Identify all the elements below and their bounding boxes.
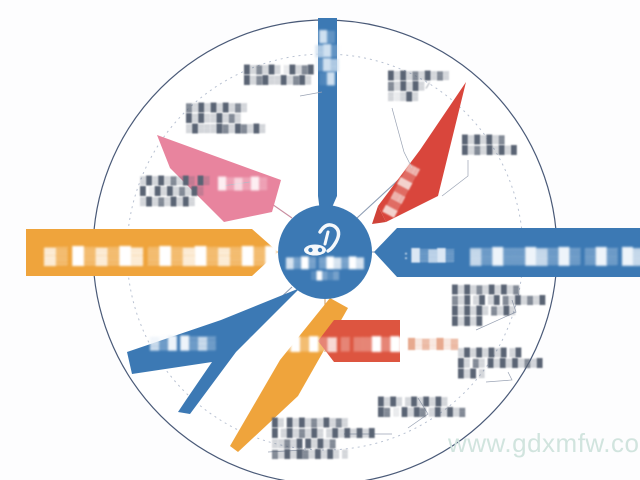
annotation-top-left-lower-line-1: ▓▒█▒█▒█▒▓▒ (186, 102, 247, 113)
spoke-right-label: ▓▒█▒▒█▓▒█▒ ▒█▒ █▓▒█▒ ▓█▒█▒ (470, 246, 640, 266)
watermark-text: www.gdxmfw.com (447, 428, 640, 458)
spoke-right-blue-banner[interactable] (374, 228, 640, 277)
annotation-left-pink-spoke-line-1: ▒█▒█▒▓▒█▒ █▒ (140, 175, 210, 186)
annotation-top-right-upper-line-3: ▒░▒█▒ (388, 91, 419, 102)
spoke-top-label-line-3: ▒█▓ (315, 57, 340, 72)
spoke-top-label-line-4: ░█ (319, 71, 335, 86)
spoke-upper-right-red[interactable] (372, 82, 466, 224)
annotation-right-upper-line-4: █▒█▒█ (452, 316, 483, 327)
annotation-top-right-upper-line-1: █▒█▒▓▒█▒▓▒ (388, 70, 449, 81)
annotation-top-right-lower-line-2: █▒▓▒█▒█▒█ (462, 145, 517, 156)
spoke-upper-left-label: █▒▓▒█▒ (218, 176, 268, 191)
spoke-upper-left-shape (157, 135, 281, 222)
abstract-figure-icon (304, 223, 341, 256)
spoke-left-orange-banner[interactable] (26, 229, 278, 276)
leader-line-bottom-right (407, 397, 429, 429)
annotation-bottom-right: █▒█▒ ▒█▒█▒█▒█▓ ░ █▒█▓ ▒█▒█▒▓ (378, 396, 466, 418)
annotation-top-left-lower-line-3: ▒█▒▒▒█▓▒█▓▒█▒ (186, 123, 266, 134)
annotation-bottom-center-line-3: ▒▒▓▒█ █▒█▒▓ (272, 438, 336, 449)
spoke-bottom-orange[interactable] (230, 298, 348, 452)
spoke-right-sublabel: : █▒▓█▒ (404, 248, 455, 263)
spoke-bottom-red-banner[interactable] (318, 320, 400, 362)
annotation-top-left-upper-line-2: █▒▓█▒▒█▒▓█▒ (244, 75, 311, 86)
hub-label-line1: ▓▒█▒ ▒█▓▒█▓ (286, 256, 364, 270)
spoke-top-shape (318, 18, 337, 222)
annotation-top-right-upper-line-2: ▓▒█▒█▒ ⁄ (388, 81, 430, 92)
annotation-bottom-center-line-4: ▓▒█▒█▓▒█▒█▒ ▒ (272, 449, 348, 460)
annotation-bottom-center-line-2: █ ▒█▒▓▒█▒ ▒█▒█▒█▒█ (272, 428, 375, 439)
annotation-bottom-center-line-1: █▒ █▒█▒▓▒█▒▓▒ (272, 417, 348, 428)
leader-line-center-top (299, 91, 323, 97)
annotation-right-lower-line-1: ▒█▒█▒█▒█ ▒█ (458, 347, 522, 358)
spoke-bottom-shape (230, 298, 348, 452)
annotation-right-lower-line-2: █▒ ▓▒ █▒█▒█▒▓▒█ (458, 358, 543, 369)
spoke-top-label: █▒ (319, 29, 335, 44)
spoke-lower-left-label: ▓▒█ █▒▓▒ (150, 335, 216, 351)
spoke-upper-right-tail (372, 206, 386, 224)
annotation-right-lower-line-3: █▒█ ▒ (458, 368, 485, 379)
spoke-lower-left-blue[interactable] (127, 288, 300, 414)
annotation-right-lower: ▒█▒█▒█▒█ ▒██▒ ▓▒ █▒█▒█▒▓▒██▒█ ▒ (458, 347, 543, 379)
annotation-right-upper-line-1: █▒█▒▓▒█▒█▒▓ (452, 284, 519, 295)
annotation-right-upper-line-3: █▒█▒█▒ ▓▒█▒ (452, 305, 516, 316)
annotation-bottom-center: █▒ █▒█▒▓▒█▒▓▒█ ▒█▒▓▒█▒ ▒█▒█▒█▒█▒▒▓▒█ █▒█… (272, 417, 375, 460)
spoke-top-label-line-2: ▓█▒ (315, 43, 339, 58)
spoke-bottom-banner-shape (318, 320, 400, 362)
annotation-bottom-right-line-2: █▓ ░ █▒█▓ ▒█▒█▒▓ (378, 407, 466, 418)
annotation-top-left-upper-line-1: █▒▓▒█▒ ░█▒▓█ (244, 64, 314, 75)
spoke-bottom-banner-label: █▒▓▒█▒▓ (408, 337, 459, 351)
annotation-top-right-lower-line-1: █▒█▒█▒▓ (462, 134, 505, 145)
spoke-lower-left-shape (127, 288, 300, 414)
annotation-top-right-upper: █▒█▒▓▒█▒▓▒▓▒█▒█▒ ⁄▒░▒█▒ (388, 70, 449, 102)
spoke-upper-left-pink[interactable] (157, 135, 281, 222)
hub-label-line2: ░█▒░▒ (311, 270, 340, 281)
annotation-left-pink-spoke-line-2: █ ░█▒█▒▓▒█▒ (140, 186, 204, 197)
leader-line-right-upper (441, 160, 469, 197)
annotation-left-pink-spoke: ▒█▒█▒▓▒█▒ █▒█ ░█▒█▒▓▒█▒▒█▒▓▒█▒█▒ (140, 175, 210, 207)
leader-line-top-right (391, 107, 413, 169)
annotation-right-upper: █▒█▒▓▒█▒█▒▓▓▒█ ▒█ ▒█ ▓▒█▒▓▒██▒█▒█▒ ▓▒█▒█… (452, 284, 546, 327)
spoke-right-shape (374, 228, 640, 277)
spoke-top-blue[interactable] (318, 18, 337, 222)
annotation-left-pink-spoke-line-3: ▒█▒▓▒█▒█▒ (140, 196, 195, 207)
leader-line-right-mid (475, 299, 517, 331)
leader-line-bottom-left (267, 449, 305, 453)
leader-line-right-low (485, 371, 513, 383)
spoke-bottom-label: ▒█▓ ▒█▒█▒▓ ▒ ▒▒█▒█▓ (250, 336, 410, 352)
annotation-top-left-lower: ▓▒█▒█▒█▒▓▒█▒█▒▒█▒▓▒▒█▒▒▒█▓▒█▓▒█▒ (186, 102, 266, 134)
spoke-left-label: ▓▒ █▒▓▒█▓ ▒█▒▓█▒▓▒█▒█ (44, 245, 277, 266)
center-hub[interactable]: ▓▒█▒ ▒█▓▒█▓ ░█▒░▒ (278, 205, 372, 299)
spoke-upper-right-shape (378, 82, 466, 222)
spoke-left-shape (26, 229, 278, 276)
annotation-top-right-lower: █▒█▒█▒▓█▒▓▒█▒█▒█ (462, 134, 517, 156)
annotation-top-left-upper: █▒▓▒█▒ ░█▒▓██▒▓█▒▒█▒▓█▒ (244, 64, 314, 86)
annotation-top-left-lower-line-2: █▒█▒▒█▒▓▒ (186, 113, 241, 124)
leader-line-upper-left (221, 181, 251, 187)
annotation-right-upper-line-2: ▓▒█ ▒█ ▒█ ▓▒█▒▓▒█ (452, 295, 546, 306)
annotation-bottom-right-line-1: █▒█▒ ▒█▒█▒█▒ (378, 396, 448, 407)
